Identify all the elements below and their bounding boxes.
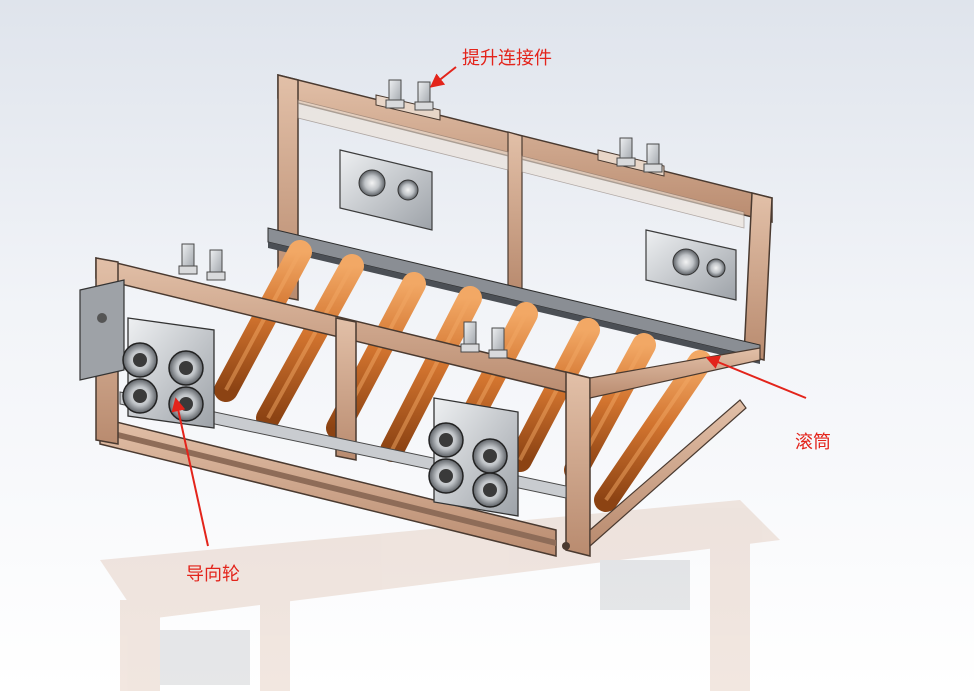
roller-icon [256, 254, 364, 430]
roller-icon [508, 318, 600, 472]
roller-label: 滚筒 [795, 432, 831, 453]
guide-wheel-label: 导向轮 [186, 564, 240, 585]
guide-wheel-assembly-left [122, 317, 215, 429]
roller-icon [594, 350, 712, 512]
roller-icon [214, 240, 312, 402]
lift-connector-bolts [385, 79, 663, 173]
roller-icon [380, 286, 482, 462]
arrow-icon [705, 355, 807, 399]
floor-reflection [100, 500, 780, 691]
guide-wheel-assembly-right [428, 397, 519, 517]
bolt-icon [643, 143, 663, 173]
bolt-icon [206, 249, 226, 281]
bolt-icon [488, 327, 508, 359]
rear-frame [277, 74, 773, 361]
bolt-icon [178, 243, 198, 275]
arrow-icon [429, 66, 457, 88]
arrow-icon [171, 397, 209, 547]
bolt-icon [385, 79, 405, 109]
front-bolts [178, 243, 508, 359]
lift-connector-label: 提升连接件 [462, 48, 552, 69]
annotation-arrows [171, 66, 807, 547]
rear-brackets [339, 149, 737, 301]
bolt-icon [414, 81, 434, 111]
side-plate [79, 279, 125, 381]
bolt-icon [460, 321, 480, 353]
bolt-icon [616, 137, 636, 167]
